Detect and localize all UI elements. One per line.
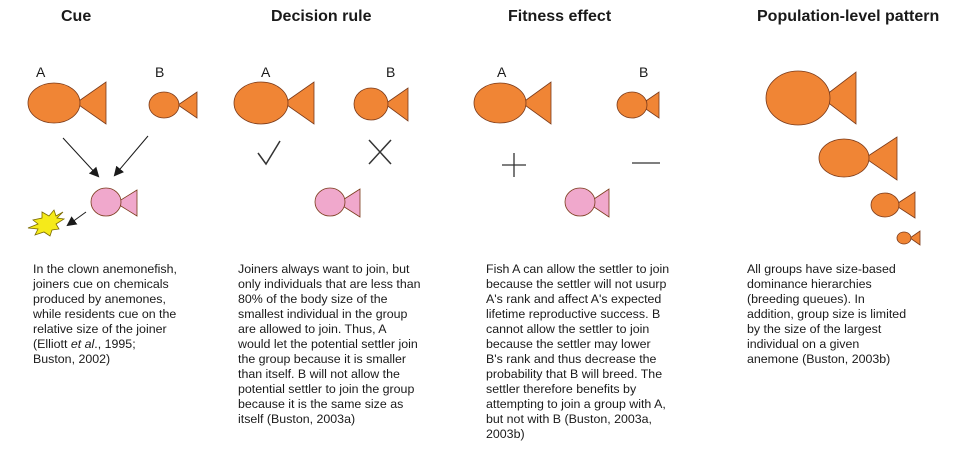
- fitness-fish-a: [473, 81, 552, 125]
- cue-arrow-a: [62, 137, 100, 178]
- decision-rule-caption: Joiners always want to join, but only in…: [238, 262, 421, 426]
- cue-fish-a: [27, 81, 107, 125]
- hierarchy-fish-4: [896, 230, 921, 246]
- population-pattern-caption: All groups have size-based dominance hie…: [747, 262, 907, 366]
- hierarchy-fish-1: [765, 70, 857, 126]
- fitness-fish-b: [616, 91, 660, 119]
- decision-settler-fish: [314, 187, 361, 218]
- cue-settler-fish: [90, 187, 138, 217]
- plus-icon: [502, 153, 526, 177]
- fitness-effect-caption: Fish A can allow the settler to join bec…: [486, 262, 670, 441]
- heading-population-level-pattern: Population-level pattern: [757, 8, 940, 25]
- fitness-label-b: B: [639, 64, 649, 80]
- cross-icon: [368, 139, 392, 165]
- decision-fish-a: [233, 81, 315, 125]
- decision-label-b: B: [386, 64, 396, 80]
- hierarchy-fish-2: [818, 136, 898, 181]
- heading-fitness-effect: Fitness effect: [508, 8, 612, 25]
- decision-label-a: A: [261, 64, 271, 80]
- fitness-label-a: A: [497, 64, 507, 80]
- heading-decision-rule: Decision rule: [271, 8, 372, 25]
- chemical-burst-icon: [27, 209, 66, 237]
- cue-arrow-b: [113, 135, 149, 177]
- cue-caption: In the clown anemonefish, joiners cue on…: [33, 262, 177, 366]
- decision-fish-b: [353, 87, 409, 122]
- cue-arrow-chemical: [66, 211, 87, 227]
- fitness-settler-fish: [564, 187, 610, 218]
- cue-fish-b: [148, 91, 198, 119]
- checkmark-icon: [257, 140, 281, 166]
- cue-label-b: B: [155, 64, 165, 80]
- hierarchy-fish-3: [870, 191, 916, 219]
- cue-label-a: A: [36, 64, 46, 80]
- heading-cue: Cue: [61, 8, 92, 25]
